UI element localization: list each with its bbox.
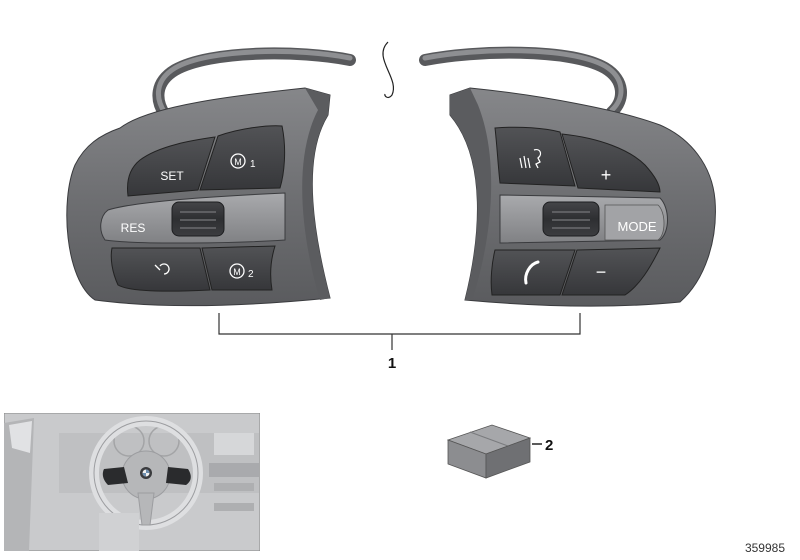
res-label: RES xyxy=(121,221,146,235)
m2-icon: M 2 xyxy=(229,263,254,280)
parts-box xyxy=(446,424,532,479)
svg-text:1: 1 xyxy=(250,159,256,170)
voice-command-icon xyxy=(519,148,542,169)
phone-button[interactable] xyxy=(490,249,576,296)
svg-text:M: M xyxy=(233,267,241,277)
left-switch-module xyxy=(66,87,331,307)
voice-command-button[interactable] xyxy=(494,126,576,187)
callout-2-label: 2 xyxy=(545,437,553,454)
callout-1-bracket xyxy=(218,313,581,350)
break-mark xyxy=(382,41,395,99)
speed-limiter-icon xyxy=(154,263,170,275)
callout-1-label: 1 xyxy=(388,355,396,372)
volume-up-label: + xyxy=(601,165,612,185)
right-thumbwheel[interactable] xyxy=(542,201,600,237)
svg-text:M: M xyxy=(234,157,242,167)
right-cable xyxy=(419,46,627,118)
volume-up-button[interactable] xyxy=(561,133,661,193)
volume-down-button[interactable] xyxy=(561,247,661,296)
m2-button[interactable] xyxy=(201,245,276,291)
m1-icon: M 1 xyxy=(230,153,256,170)
svg-text:2: 2 xyxy=(248,269,254,280)
left-thumbwheel[interactable] xyxy=(171,201,225,237)
left-cable xyxy=(152,47,356,121)
speed-limiter-button[interactable] xyxy=(110,247,211,292)
set-button[interactable] xyxy=(127,136,216,197)
inset-left-module-highlight xyxy=(102,467,128,485)
inset-right-module-highlight xyxy=(166,467,191,485)
mode-label: MODE xyxy=(618,219,657,234)
volume-down-label: − xyxy=(596,262,607,282)
right-switch-module xyxy=(449,87,716,307)
mode-button[interactable] xyxy=(604,204,665,241)
set-label: SET xyxy=(160,169,184,183)
reference-number: 359985 xyxy=(745,541,785,555)
bmw-logo xyxy=(140,467,152,479)
phone-icon xyxy=(524,260,540,285)
m1-button[interactable] xyxy=(199,125,286,191)
inset-interior-view xyxy=(4,413,260,551)
